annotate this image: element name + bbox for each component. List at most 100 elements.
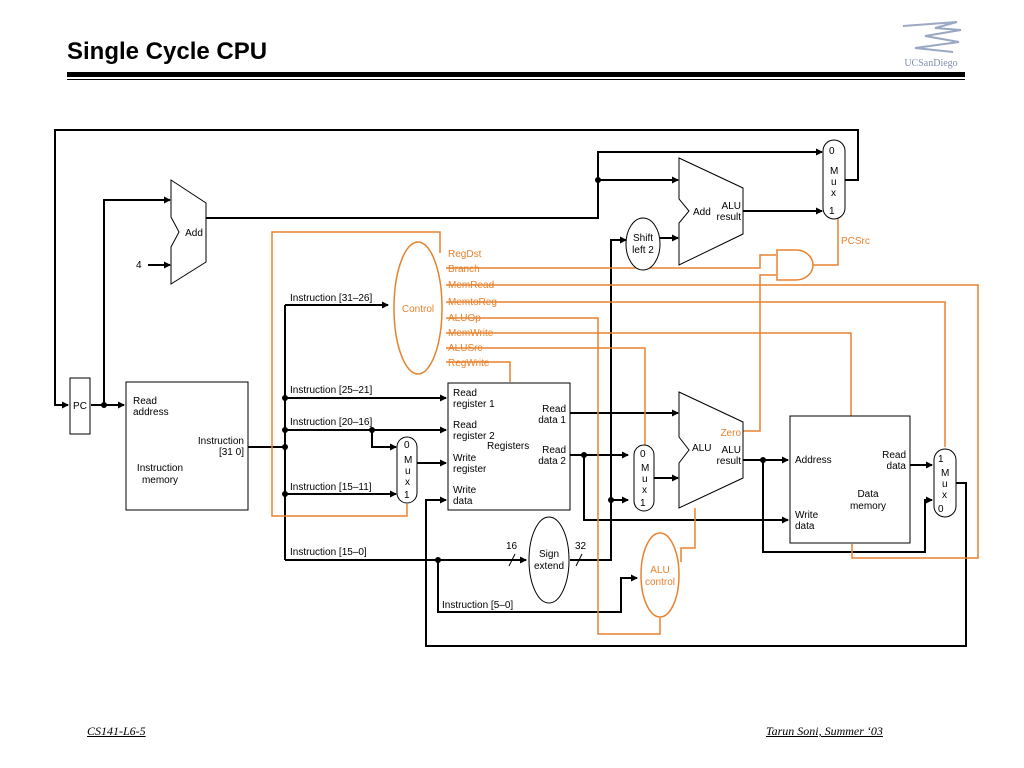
- field-20-16: Instruction [20–16]: [290, 417, 372, 428]
- ucsd-logo: UCSanDiego: [895, 18, 967, 70]
- signal-branch: Branch: [448, 264, 480, 275]
- field-15-0: Instruction [15–0]: [290, 547, 367, 558]
- reg-rd1b: data 1: [538, 415, 566, 426]
- signal-aluop: ALUOp: [448, 313, 481, 324]
- reg-wda: Write: [453, 485, 477, 496]
- signal-memwrite: MemWrite: [448, 328, 494, 339]
- reg-rr2a: Read: [453, 420, 477, 431]
- sign-extend-a: Sign: [539, 549, 559, 560]
- mux-label-u: u: [942, 479, 948, 490]
- alu-label: ALU: [692, 443, 711, 454]
- alu-zero: Zero: [720, 428, 741, 439]
- mux-label-1: 1: [829, 206, 835, 217]
- reg-wrb: register: [453, 464, 487, 475]
- junction-dots: [101, 177, 766, 563]
- footer-course-id: CS141-L6-5: [87, 724, 146, 738]
- mux-label-m: M: [830, 166, 838, 177]
- imem-name1: Instruction: [137, 463, 183, 474]
- field-5-0: Instruction [5–0]: [442, 600, 513, 611]
- mux-label-m: M: [641, 463, 649, 474]
- field-15-11: Instruction [15–11]: [290, 482, 372, 493]
- pcsrc-mux: 0 M u x 1: [822, 139, 846, 220]
- shift-left-2: Shift left 2: [625, 217, 661, 271]
- logo-text: UCSanDiego: [904, 58, 957, 69]
- dmem-read-b: data: [887, 461, 907, 472]
- reg-rr2b: register 2: [453, 431, 495, 442]
- pc-register: PC: [69, 377, 91, 435]
- mux-label-1: 1: [938, 454, 944, 465]
- mux-label-u: u: [831, 177, 837, 188]
- pc-label: PC: [73, 401, 87, 412]
- const-four: 4: [136, 260, 142, 271]
- main-alu: ALU Zero ALU result: [678, 391, 744, 509]
- mux-label-x: x: [405, 477, 410, 488]
- regdst-mux: 0 M u x 1: [396, 436, 418, 504]
- pc-adder-label: Add: [185, 228, 203, 239]
- width-16: 16: [506, 541, 518, 552]
- alu-result-a: ALU: [722, 445, 741, 456]
- dmem-name-b: memory: [850, 501, 886, 512]
- reg-rr1b: register 1: [453, 399, 495, 410]
- slide-title: Single Cycle CPU: [67, 38, 268, 65]
- title-rule: [67, 72, 965, 77]
- mux-label-0: 0: [640, 449, 646, 460]
- sign-extend: Sign extend 16 32: [506, 516, 587, 604]
- mux-label-x: x: [831, 188, 836, 199]
- signal-memtoreg: MemtoReg: [448, 297, 497, 308]
- footer-author: Tarun Soni, Summer ‘03: [766, 724, 883, 738]
- branch-add-result-a: ALU: [722, 201, 741, 212]
- signal-regwrite: RegWrite: [448, 358, 490, 369]
- control-unit: Control: [393, 241, 443, 375]
- shift-a: Shift: [633, 233, 653, 244]
- control-signal-labels: RegDst Branch MemRead MemtoReg ALUOp Mem…: [448, 249, 497, 369]
- imem-read: Read: [133, 396, 157, 407]
- control-label: Control: [402, 304, 434, 315]
- mux-label-0: 0: [829, 146, 835, 157]
- reg-name: Registers: [487, 441, 529, 452]
- mux-label-m: M: [941, 468, 949, 479]
- datapath-wires: [54, 129, 967, 647]
- field-25-21: Instruction [25–21]: [290, 385, 372, 396]
- imem-instruction-bits: [31 0]: [219, 447, 244, 458]
- reg-rd1a: Read: [542, 404, 566, 415]
- imem-name2: memory: [142, 475, 178, 486]
- alu-result-b: result: [717, 456, 742, 467]
- dmem-write-a: Write: [795, 510, 819, 521]
- memtoreg-mux: 1 M u x 0: [933, 448, 957, 518]
- branch-adder: Add ALU result: [678, 157, 744, 266]
- pcsrc-label: PCSrc: [841, 236, 870, 247]
- field-31-26: Instruction [31–26]: [290, 293, 372, 304]
- reg-wra: Write: [453, 453, 477, 464]
- signal-memread: MemRead: [448, 280, 494, 291]
- dmem-write-b: data: [795, 521, 815, 532]
- shift-b: left 2: [632, 245, 654, 256]
- branch-and-gate: [776, 249, 814, 281]
- branch-add-label: Add: [693, 207, 711, 218]
- reg-rd2a: Read: [542, 445, 566, 456]
- register-file: Read register 1 Read register 2 Write re…: [447, 382, 571, 511]
- reg-wdb: data: [453, 496, 473, 507]
- reg-rr1a: Read: [453, 388, 477, 399]
- control-wires: [271, 218, 979, 635]
- mux-label-u: u: [642, 474, 648, 485]
- width-32: 32: [575, 541, 587, 552]
- instruction-memory: Read address Instruction [31 0] Instruct…: [125, 381, 249, 511]
- branch-add-result-b: result: [717, 212, 742, 223]
- sign-extend-b: extend: [534, 561, 564, 572]
- mux-label-0: 0: [938, 504, 944, 515]
- mux-label-1: 1: [640, 498, 646, 509]
- dmem-read-a: Read: [882, 450, 906, 461]
- signal-regdst: RegDst: [448, 249, 482, 260]
- imem-instruction: Instruction: [198, 436, 244, 447]
- mux-label-1: 1: [404, 490, 410, 501]
- mux-label-x: x: [942, 490, 947, 501]
- alu-control-b: control: [645, 577, 675, 588]
- mux-label-m: M: [404, 455, 412, 466]
- alu-control: ALU control: [640, 532, 680, 618]
- title-rule-thin: [67, 79, 965, 80]
- alu-control-a: ALU: [650, 565, 669, 576]
- pc-adder: Add: [170, 179, 207, 285]
- imem-address: address: [133, 407, 169, 418]
- mux-label-x: x: [642, 485, 647, 496]
